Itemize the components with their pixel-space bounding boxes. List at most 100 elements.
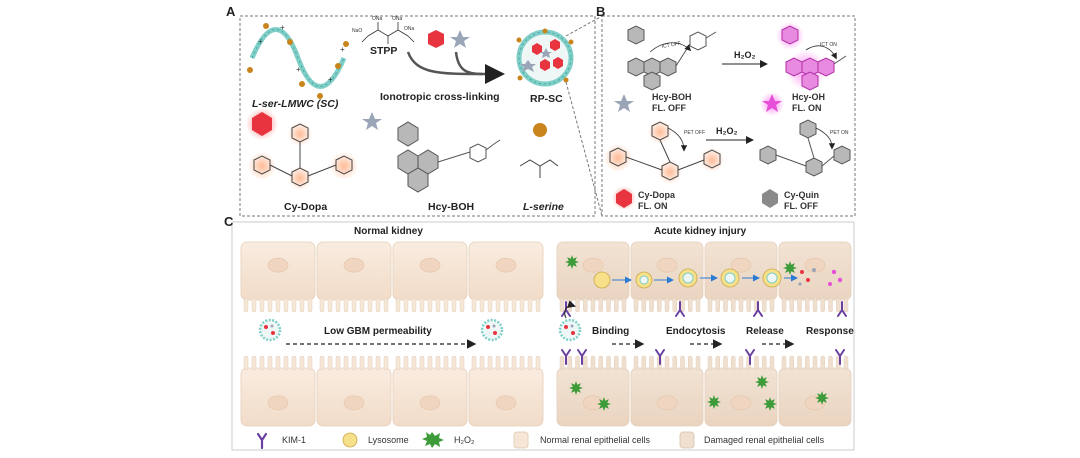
damaged-epithelial-cell <box>704 355 778 427</box>
damaged-epithelial-cell <box>556 355 630 427</box>
stpp-atom: ONa <box>404 26 415 32</box>
hcyoh-state: FL. ON <box>792 103 822 113</box>
cydopa-hexagon-icon <box>612 186 636 210</box>
low-gbm-label: Low GBM permeability <box>324 326 432 337</box>
h2o2-icon <box>815 391 829 405</box>
nucleus <box>656 395 678 411</box>
serine-structure-icon <box>519 159 559 178</box>
pet-off-arc <box>667 127 688 152</box>
crosslink-arrows <box>406 51 505 84</box>
normal-cells-top <box>240 241 544 313</box>
nanoparticle-icon <box>258 318 282 342</box>
panel-a-letter: A <box>226 4 236 19</box>
lysosome-legend-icon <box>342 432 358 448</box>
damaged-epithelial-cell <box>778 241 852 313</box>
h2o2-icon <box>565 255 579 269</box>
binding-arc <box>564 300 576 319</box>
legend-kim1: KIM-1 <box>282 435 306 445</box>
star-icon <box>362 112 382 130</box>
step-release: Release <box>746 326 784 337</box>
stpp-atom: ONa <box>392 16 403 22</box>
chitosan-chain-icon: + + + + + <box>247 23 349 99</box>
ict-off-label: ICT OFF <box>661 41 681 50</box>
panel-b: B H₂O₂ H₂O₂ ICT OFF ICT ON PET OFF PET O… <box>596 4 856 217</box>
svg-text:+: + <box>296 65 301 74</box>
epithelial-cell <box>316 355 392 427</box>
normal-kidney-title: Normal kidney <box>354 226 423 237</box>
h2o2-bottom-label: H₂O₂ <box>716 126 738 136</box>
stpp-atom: ONa <box>372 16 383 22</box>
zoom-line <box>565 81 603 217</box>
hcyboh-structure-icon <box>397 121 501 193</box>
h2o2-icon <box>707 395 721 409</box>
h2o2-icon <box>755 375 769 389</box>
stpp-structure-icon <box>361 22 415 44</box>
h2o2-top-label: H₂O₂ <box>734 50 756 60</box>
aki-cells-bottom <box>556 349 852 427</box>
damaged-epithelial-cell <box>704 241 778 313</box>
hcyoh-molecule-icon <box>776 22 847 91</box>
h2o2-icon <box>783 261 797 275</box>
rpsc-label: RP-SC <box>530 93 563 105</box>
kim1-icon <box>655 349 665 365</box>
kim1-icon <box>675 301 685 317</box>
cyquin-hexagon-icon <box>762 189 778 208</box>
normal-cell-legend-icon <box>513 431 529 449</box>
hexagon-icon <box>428 30 444 48</box>
epithelial-cell <box>468 355 544 427</box>
ict-on-label: ICT ON <box>820 42 837 48</box>
ict-on-arc <box>805 45 837 60</box>
cydopa-structure-icon <box>248 122 358 190</box>
panel-b-border <box>601 15 856 217</box>
normal-cells-bottom <box>240 355 544 427</box>
step-binding: Binding <box>592 326 629 337</box>
cydopa-hexagon-icon <box>246 108 278 140</box>
cyquin-molecule-icon <box>759 119 851 177</box>
pink-star-icon <box>760 92 784 116</box>
panel-c-letter: C <box>224 214 234 229</box>
damaged-epithelial-cell <box>778 355 852 427</box>
cydopa-name: Cy-Dopa <box>638 190 676 200</box>
svg-text:+: + <box>328 75 333 84</box>
star-icon <box>450 30 470 48</box>
step-response: Response <box>806 326 854 337</box>
epithelial-cell <box>240 355 316 427</box>
epithelial-cell <box>392 355 468 427</box>
legend: KIM-1 Lysosome H₂O₂ Normal renal epithel… <box>256 431 825 450</box>
nucleus <box>267 395 289 411</box>
serine-label: L-serine <box>523 201 564 213</box>
kim1-icon <box>561 349 571 365</box>
hcyoh-name: Hcy-OH <box>792 92 825 102</box>
released-probes <box>798 268 843 286</box>
cyquin-state: FL. OFF <box>784 201 818 211</box>
cydopa-state: FL. ON <box>638 201 668 211</box>
epithelial-cell <box>468 241 544 313</box>
cydopa-molecule-icon <box>604 120 724 184</box>
panel-c: C Normal kidney Acute kidney injury Low … <box>224 214 855 451</box>
h2o2-icon <box>763 397 777 411</box>
h2o2-icon <box>597 397 611 411</box>
h2o2-icon <box>569 381 583 395</box>
sc-label: L-ser-LMWC (SC) <box>252 98 339 110</box>
damaged-epithelial-cell <box>556 241 630 313</box>
ict-off-arc <box>649 42 692 53</box>
svg-text:+: + <box>258 37 263 46</box>
nucleus <box>656 257 678 273</box>
epithelial-cell <box>392 241 468 313</box>
nucleus <box>730 257 752 273</box>
svg-text:+: + <box>340 45 345 54</box>
panel-b-letter: B <box>596 4 605 19</box>
nucleus <box>495 257 517 273</box>
aki-process <box>593 268 843 289</box>
kim1-icon <box>256 432 268 450</box>
pet-off-label: PET OFF <box>684 130 705 136</box>
kim1-icon <box>745 349 755 365</box>
hcyboh-label: Hcy-BOH <box>428 201 474 213</box>
nucleus <box>730 395 752 411</box>
hcyboh-molecule-icon <box>627 25 717 91</box>
nucleus <box>267 257 289 273</box>
nanoparticle-icon <box>558 318 582 342</box>
rpsc-nanoparticle-icon <box>516 28 574 87</box>
star-icon <box>614 94 634 112</box>
pet-on-label: PET ON <box>830 130 849 136</box>
